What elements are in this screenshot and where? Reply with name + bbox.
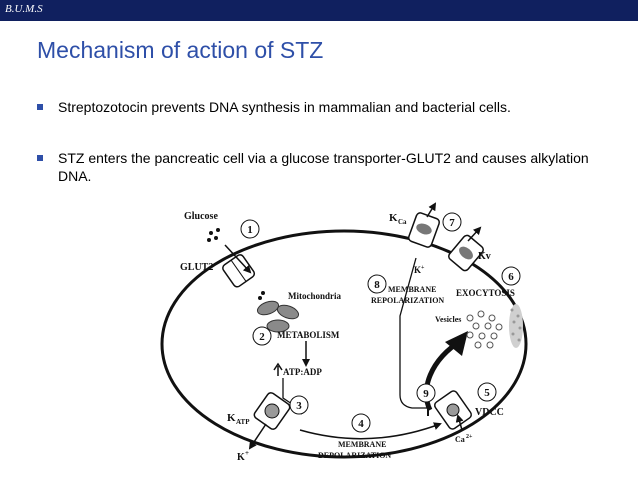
bullet-item: STZ enters the pancreatic cell via a glu… (37, 149, 597, 185)
mitochondria-label: Mitochondria (288, 291, 341, 301)
up-arrow-icon (273, 362, 283, 376)
cell-membrane (160, 229, 528, 459)
katp-channel-icon (253, 392, 291, 430)
bullet-text: STZ enters the pancreatic cell via a glu… (58, 150, 589, 184)
step-2-marker: 2 (252, 326, 272, 346)
membrane-repolarization-label-line2: REPOLARIZATION (371, 296, 444, 305)
svg-text:7: 7 (449, 217, 455, 229)
exocytosis-granules-icon (509, 304, 523, 348)
kv-channel-icon (448, 234, 484, 272)
svg-text:K: K (414, 265, 421, 275)
kca-channel-icon (407, 212, 441, 248)
step-1-marker: 1 (240, 219, 260, 239)
exocytosis-label: EXOCYTOSIS (456, 288, 515, 298)
membrane-depolarization-label-line2: DEPOLARIZATION (318, 451, 391, 460)
bullet-item: Streptozotocin prevents DNA synthesis in… (37, 98, 597, 116)
svg-text:K: K (227, 412, 236, 424)
bullet-square-icon (37, 104, 43, 110)
step-9-marker: 9 (416, 383, 436, 403)
vesicles-label: Vesicles (435, 315, 461, 324)
svg-text:+: + (421, 265, 425, 271)
glut2-label: GLUT2 (180, 262, 213, 273)
vdcc-label: VDCC (475, 407, 504, 418)
glucose-label: Glucose (184, 211, 218, 222)
glucose-dots-icon (207, 228, 265, 300)
svg-text:3: 3 (296, 400, 302, 412)
header-bar: B.U.M.S (0, 0, 638, 21)
svg-text:1: 1 (247, 224, 253, 236)
step-4-marker: 4 (351, 413, 371, 433)
katp-label: K ATP (227, 412, 250, 426)
metabolism-label: METABOLISM (277, 330, 340, 340)
step-8-marker: 8 (367, 274, 387, 294)
svg-text:K: K (389, 212, 398, 224)
k-efflux-label: K + (237, 449, 249, 463)
svg-text:2: 2 (259, 331, 265, 343)
svg-text:5: 5 (484, 387, 490, 399)
mitochondria-icon (256, 300, 300, 333)
svg-text:6: 6 (508, 271, 514, 283)
slide-title: Mechanism of action of STZ (37, 37, 324, 63)
k-plus-label: K + (414, 265, 425, 275)
svg-text:ATP: ATP (236, 418, 250, 426)
svg-text:+: + (245, 449, 249, 457)
svg-text:2+: 2+ (466, 434, 473, 440)
svg-text:Ca: Ca (455, 435, 465, 444)
svg-text:K: K (237, 452, 245, 463)
brand-label: B.U.M.S (5, 3, 43, 15)
svg-text:8: 8 (374, 279, 380, 291)
vesicles-icon (466, 310, 503, 349)
kv-label: Kv (478, 251, 491, 262)
membrane-repolarization-label-line1: MEMBRANE (388, 285, 436, 294)
kca-label: K Ca (389, 212, 407, 226)
bullet-square-icon (37, 155, 43, 161)
glut2-transporter-icon (222, 254, 256, 288)
svg-text:9: 9 (423, 388, 429, 400)
atp-adp-label: ATP:ADP (283, 367, 322, 377)
membrane-depolarization-label-line1: MEMBRANE (338, 440, 386, 449)
step-6-marker: 6 (501, 266, 521, 286)
step-7-marker: 7 (442, 212, 462, 232)
svg-text:4: 4 (358, 418, 364, 430)
svg-text:Ca: Ca (398, 218, 407, 226)
bullet-text: Streptozotocin prevents DNA synthesis in… (58, 99, 511, 115)
step-3-marker: 3 (289, 395, 309, 415)
ca2-label: Ca 2+ (455, 434, 473, 444)
step-5-marker: 5 (477, 382, 497, 402)
